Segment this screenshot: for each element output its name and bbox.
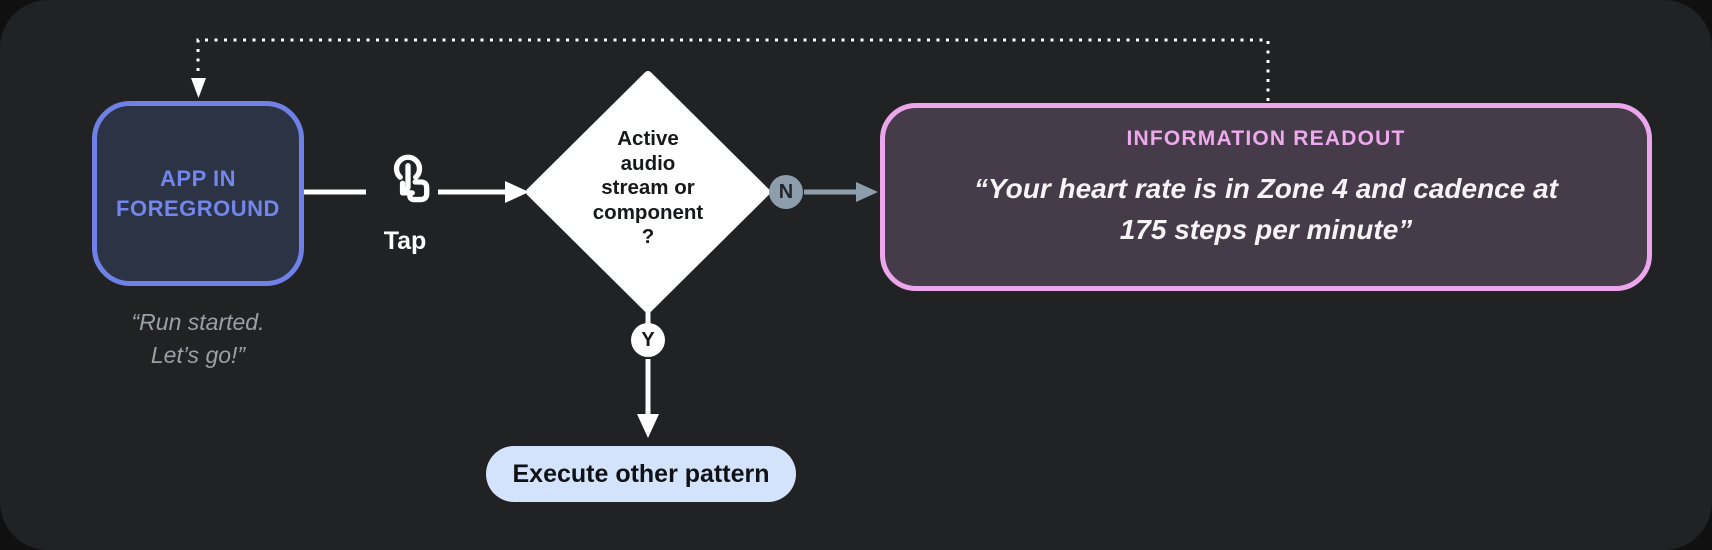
app-in-foreground-node: APP IN FOREGROUND (92, 101, 304, 286)
tap-label: Tap (383, 227, 427, 255)
yes-to-execute-arrowhead-icon (637, 414, 659, 438)
no-branch-badge: N (769, 175, 803, 209)
tap-gesture-icon (393, 154, 430, 203)
tap-to-decision-arrowhead-icon (505, 181, 529, 203)
execute-other-pattern-label: Execute other pattern (512, 459, 770, 488)
app-utterance-text: “Run started. Let’s go!” (131, 309, 265, 368)
feedback-dotted-connector (196, 38, 1270, 101)
no-to-readout-arrowhead-icon (856, 182, 878, 202)
information-readout-utterance: “Your heart rate is in Zone 4 and cadenc… (973, 173, 1559, 245)
feedback-arrowhead-icon (191, 78, 206, 98)
yes-branch-letter: Y (641, 328, 655, 351)
app-in-foreground-label: APP IN FOREGROUND (116, 165, 280, 221)
information-readout-node: INFORMATION READOUT “Your heart rate is … (880, 103, 1652, 291)
information-readout-title: INFORMATION READOUT (1126, 127, 1406, 150)
no-branch-letter: N (778, 180, 794, 203)
execute-other-pattern-node: Execute other pattern (486, 446, 796, 502)
yes-branch-badge: Y (631, 323, 665, 357)
decision-label: Active audio stream or component ? (592, 127, 704, 248)
